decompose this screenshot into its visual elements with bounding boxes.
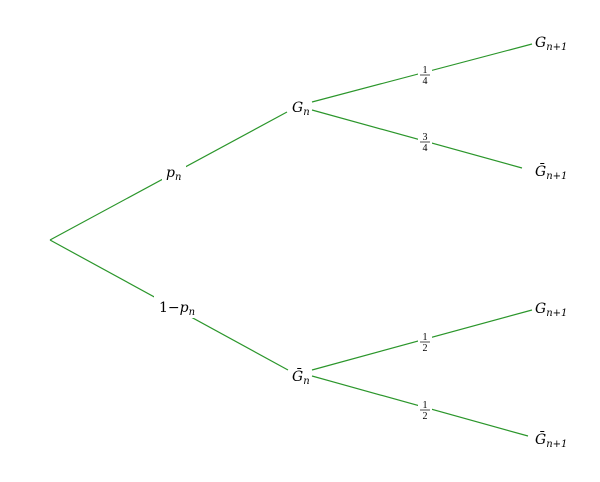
node-gn: Gn (292, 100, 310, 118)
edge-label-pn: pn (166, 165, 181, 183)
node-bot-up: Gn+1 (535, 301, 567, 319)
fraction-gn-up: 1 4 (418, 64, 432, 87)
node-top-down: Ḡn+1 (535, 162, 567, 182)
svg-text:2: 2 (423, 343, 428, 354)
node-top-up: Gn+1 (535, 35, 567, 53)
node-gn-bar: Ḡn (292, 367, 310, 387)
svg-text:4: 4 (423, 143, 428, 154)
edge-label-1-minus-pn: 1−pn (159, 300, 195, 318)
edge-gn-down (311, 109, 523, 169)
svg-text:2: 2 (423, 411, 428, 422)
fraction-gnbar-down: 1 2 (418, 399, 432, 422)
svg-text:4: 4 (423, 76, 428, 87)
svg-text:3: 3 (423, 132, 428, 143)
edges (49, 43, 533, 437)
fraction-gn-down: 3 4 (418, 131, 432, 154)
svg-text:1: 1 (423, 332, 428, 343)
fraction-gnbar-up: 1 2 (418, 331, 432, 354)
svg-text:1: 1 (423, 400, 428, 411)
node-bot-down: Ḡn+1 (535, 430, 567, 450)
svg-text:1: 1 (423, 65, 428, 76)
